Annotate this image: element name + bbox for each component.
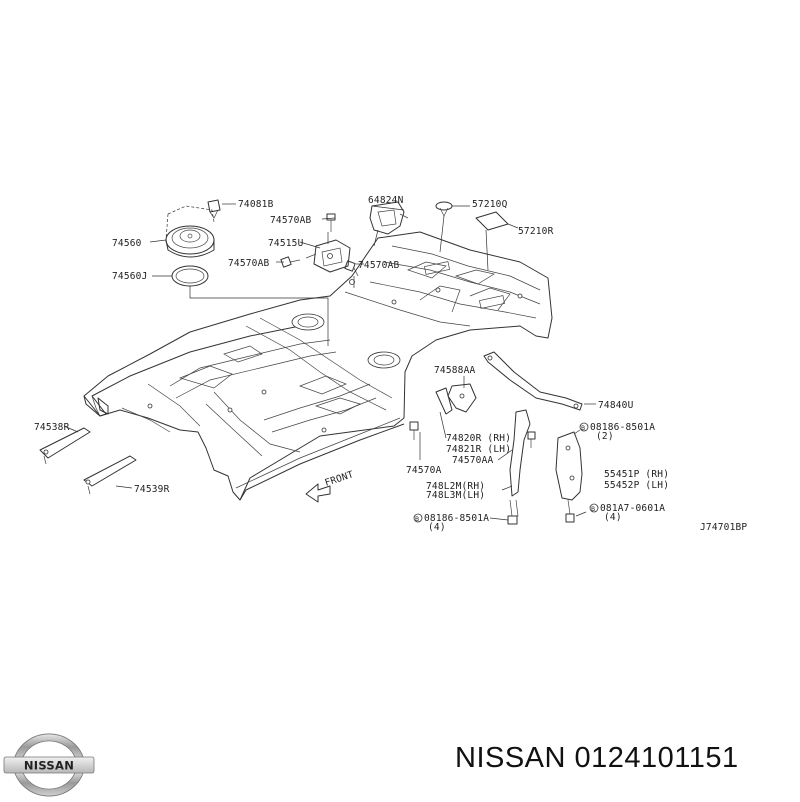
callout-label: 74588AA bbox=[434, 365, 476, 376]
member-748l2m bbox=[507, 409, 531, 525]
svg-text:B: B bbox=[591, 506, 595, 513]
spare-tire-cover bbox=[165, 205, 215, 258]
callout-label: 74821R (LH) bbox=[446, 444, 511, 455]
grommet-57210q bbox=[435, 201, 453, 217]
washer-symbol: B bbox=[579, 422, 589, 432]
callout-label: 55452P (LH) bbox=[604, 480, 669, 491]
member-74820r bbox=[409, 387, 453, 440]
callout-label: 74570AB bbox=[228, 258, 270, 269]
callout-label: 74560J bbox=[112, 271, 148, 282]
leader-lines bbox=[63, 203, 596, 521]
callout-label: 74840U bbox=[598, 400, 634, 411]
callout-label: 74560 bbox=[112, 238, 142, 249]
callout-label: 55451P (RH) bbox=[604, 469, 669, 480]
bracket-55451p bbox=[555, 431, 583, 523]
svg-text:B: B bbox=[581, 425, 585, 432]
floor-panel bbox=[83, 231, 553, 501]
bolt-74570ab-b bbox=[280, 256, 301, 268]
spare-tire-ring bbox=[171, 265, 209, 287]
clip-74081b bbox=[207, 199, 221, 219]
bracket-64824n bbox=[369, 201, 409, 235]
callout-label: 74538R bbox=[34, 422, 70, 433]
callout-label: 74820R (RH) bbox=[446, 433, 511, 444]
pad-57210r bbox=[475, 211, 509, 231]
callout-label: 74515U bbox=[268, 238, 304, 249]
logo-wordmark: NISSAN bbox=[24, 759, 74, 773]
part-number-text: NISSAN 0124101151 bbox=[455, 742, 739, 774]
callout-label: 57210R bbox=[518, 226, 554, 237]
stay-74840u bbox=[483, 351, 583, 411]
callout-label: (4) bbox=[428, 522, 446, 533]
callout-label: 74570AB bbox=[270, 215, 312, 226]
callout-label: 74081B bbox=[238, 199, 274, 210]
callout-label: 08186-8501A bbox=[590, 422, 655, 433]
bolt-74570ab-a bbox=[326, 213, 336, 232]
nissan-logo: NISSAN bbox=[3, 733, 95, 797]
rail-74538r bbox=[39, 427, 91, 465]
callout-label: 74570A bbox=[406, 465, 442, 476]
callout-label: 08186-8501A bbox=[424, 513, 489, 524]
svg-text:B: B bbox=[415, 516, 419, 523]
callout-label: (4) bbox=[604, 512, 622, 523]
bracket-74515u bbox=[305, 239, 351, 273]
washer-symbol: B bbox=[589, 503, 599, 513]
callout-label: 57210Q bbox=[472, 199, 508, 210]
callout-label: 64824N bbox=[368, 195, 404, 206]
front-arrow: FRONT bbox=[305, 469, 356, 503]
washer-symbol: B bbox=[413, 513, 423, 523]
callout-label: 748L2M(RH) bbox=[426, 481, 485, 492]
callout-label: 74570AA bbox=[452, 455, 494, 466]
diagram-code: J74701BP bbox=[700, 522, 747, 533]
bolt-74570aa bbox=[527, 431, 536, 448]
callout-labels: 74081B 64824N 57210Q 74570AB 57210R 7456… bbox=[34, 195, 669, 533]
callout-label: 74539R bbox=[134, 484, 170, 495]
bolt-74570ab-c bbox=[344, 260, 359, 277]
bracket-74588aa bbox=[447, 383, 477, 413]
front-label: FRONT bbox=[324, 469, 356, 489]
callout-label: 748L3M(LH) bbox=[426, 490, 485, 501]
callout-label: 74570AB bbox=[358, 260, 400, 271]
callout-label: (2) bbox=[596, 431, 614, 442]
callout-label: 081A7-0601A bbox=[600, 503, 665, 514]
rail-74539r bbox=[83, 455, 137, 495]
